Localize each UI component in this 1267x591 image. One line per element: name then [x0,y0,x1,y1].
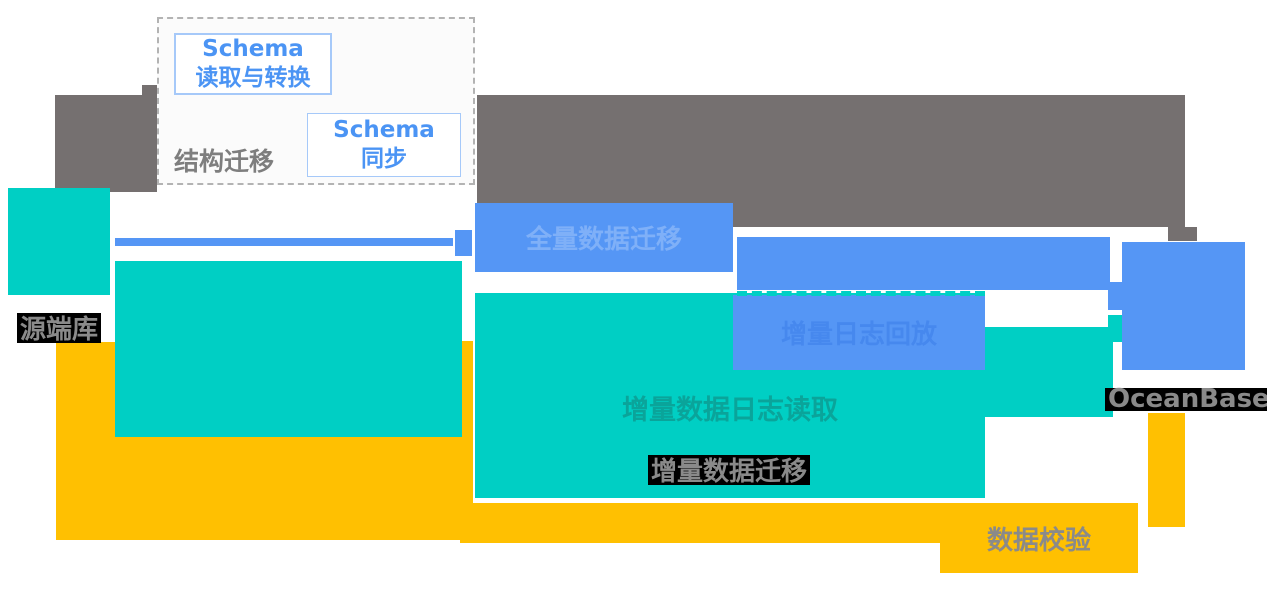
source-db-label: 源端库 [16,309,102,346]
incremental-migration-label: 增量数据迁移 [604,451,854,488]
oceanbase-label: OceanBase [1105,384,1267,414]
verification-path-bottom-left [56,437,462,540]
schema-read-line1: Schema [202,36,304,62]
incremental-log-read-label: 增量数据日志读取 [622,395,838,426]
incremental-log-replay-label: 增量日志回放 [780,320,937,350]
incremental-band [737,237,1110,290]
gray-top-bar-left [55,95,157,192]
arm-connector [1108,315,1123,342]
gray-step [142,85,157,97]
data-verification-box: 数据校验 [940,503,1138,573]
schema-sync-line1: Schema [333,117,435,143]
band-connector [1108,282,1122,310]
incremental-arm [985,327,1113,417]
gray-stub [1168,227,1197,241]
structure-migration-label: 结构迁移 [174,147,275,176]
full-data-migration-label: 全量数据迁移 [525,225,682,255]
oceanbase-block [1122,242,1245,370]
teal-dashed-line [737,291,985,296]
full-migration-connector [455,230,472,256]
structure-migration-panel: Schema 读取与转换 结构迁移 Schema 同步 [157,17,475,185]
source-db-block [8,188,110,295]
incremental-log-replay-block: 增量日志回放 [733,295,985,370]
schema-sync-line2: 同步 [360,146,407,172]
data-verification-label: 数据校验 [986,525,1091,556]
left-data-block [115,261,462,437]
schema-read-line2: 读取与转换 [195,65,311,91]
schema-read-transform-box: Schema 读取与转换 [174,33,332,95]
full-data-migration-block: 全量数据迁移 [475,203,733,272]
full-migration-line [115,238,453,246]
schema-sync-box: Schema 同步 [307,113,461,177]
verification-path-strip [462,341,473,543]
verification-path-right-column [1148,413,1185,527]
